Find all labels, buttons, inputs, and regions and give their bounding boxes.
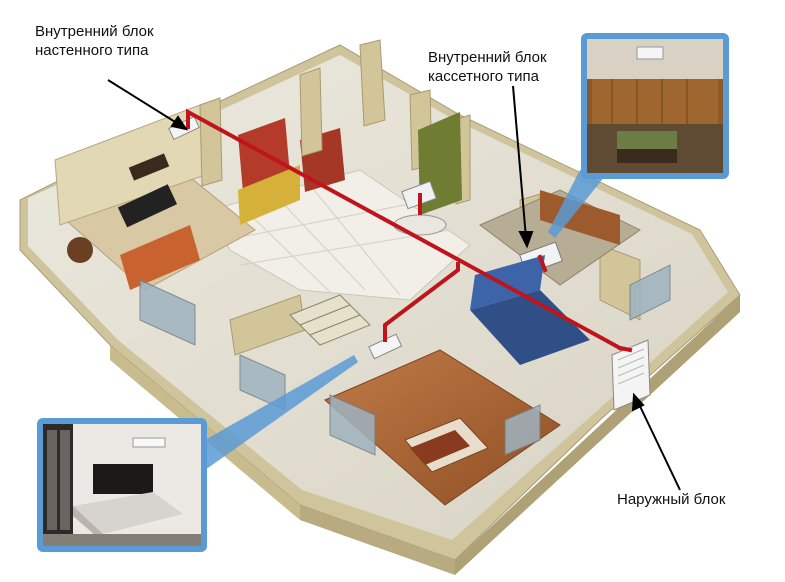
bedroom-wall-ac-unit (368, 333, 403, 360)
tv-cabinet (128, 153, 170, 181)
label-outdoor-unit: Наружный блок (617, 490, 725, 509)
label-cassette-unit-line2: кассетного типа (428, 68, 539, 85)
right-outer-wall (300, 505, 455, 575)
label-wall-unit-line1: Внутренний блок (35, 23, 154, 40)
label-outdoor-unit-text: Наружный блок (617, 491, 726, 508)
exercise-ball (67, 237, 93, 263)
label-wall-unit: Внутренний блок настенного типа (35, 22, 154, 60)
label-cassette-unit: Внутренний блок кассетного типа (428, 48, 547, 86)
bedroom-inset-photo (37, 418, 207, 552)
living-room-sofa (117, 184, 178, 228)
outdoor-unit-grille (617, 348, 645, 385)
outdoor-ac-unit (611, 339, 651, 411)
yellow-wall (238, 165, 300, 225)
right-side-outer-wall (455, 295, 740, 575)
staircase (289, 294, 371, 346)
bed-blanket (410, 430, 470, 465)
bathroom-wall (470, 255, 545, 310)
callout-wedge-bedroom (205, 355, 358, 470)
label-cassette-unit-line1: Внутренний блок (428, 49, 547, 66)
orange-partition (120, 225, 200, 290)
callout-arrows (107, 79, 681, 491)
dining-table (393, 214, 447, 236)
windows (139, 264, 671, 456)
refrigerant-pipes (186, 108, 633, 353)
kitchen-inset-photo (581, 33, 729, 179)
callout-wedge-kitchen (548, 170, 610, 238)
label-wall-unit-line2: настенного типа (35, 42, 149, 59)
bathroom-floor (470, 290, 590, 365)
kitchen-cabinets (540, 190, 620, 245)
